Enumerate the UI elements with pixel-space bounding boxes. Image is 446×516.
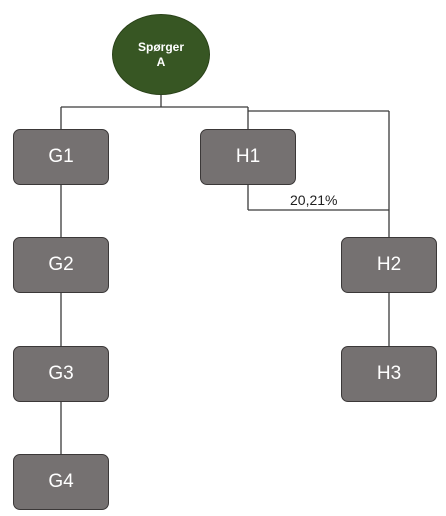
node-h2: H2	[341, 237, 437, 293]
node-h3-label: H3	[376, 363, 402, 384]
node-g4-label: G4	[48, 471, 74, 492]
edge-label-h1-h2: 20,21%	[290, 192, 338, 208]
node-g2-label: G2	[48, 254, 74, 275]
node-h1: H1	[200, 129, 296, 185]
root-node-line2: A	[156, 54, 166, 69]
node-g2: G2	[13, 237, 109, 293]
node-h3: H3	[341, 346, 437, 402]
root-node-line1: Spørger	[137, 39, 184, 54]
node-g3: G3	[13, 346, 109, 402]
node-g1-label: G1	[48, 146, 74, 167]
root-node-sporger-a: Spørger A	[112, 14, 210, 95]
node-h1-label: H1	[235, 146, 261, 167]
node-h2-label: H2	[376, 254, 402, 275]
node-g3-label: G3	[48, 363, 74, 384]
node-g4: G4	[13, 454, 109, 510]
node-g1: G1	[13, 129, 109, 185]
